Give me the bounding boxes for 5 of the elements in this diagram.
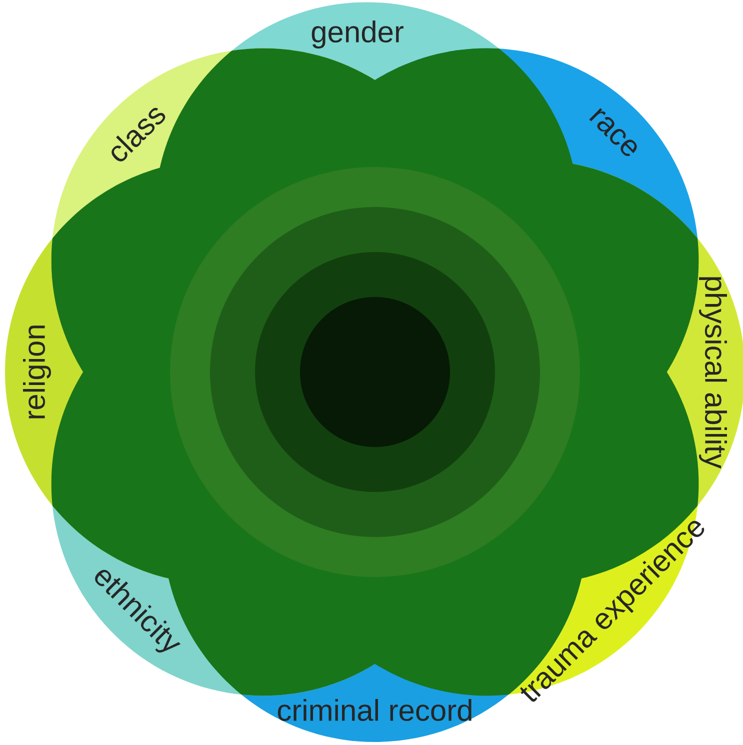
circle-label: physical ability [699, 277, 727, 469]
circle-label: religion [23, 326, 51, 418]
circle-label: criminal record [278, 698, 472, 722]
circle-label: race [589, 108, 637, 156]
circle-label: gender [312, 20, 404, 48]
